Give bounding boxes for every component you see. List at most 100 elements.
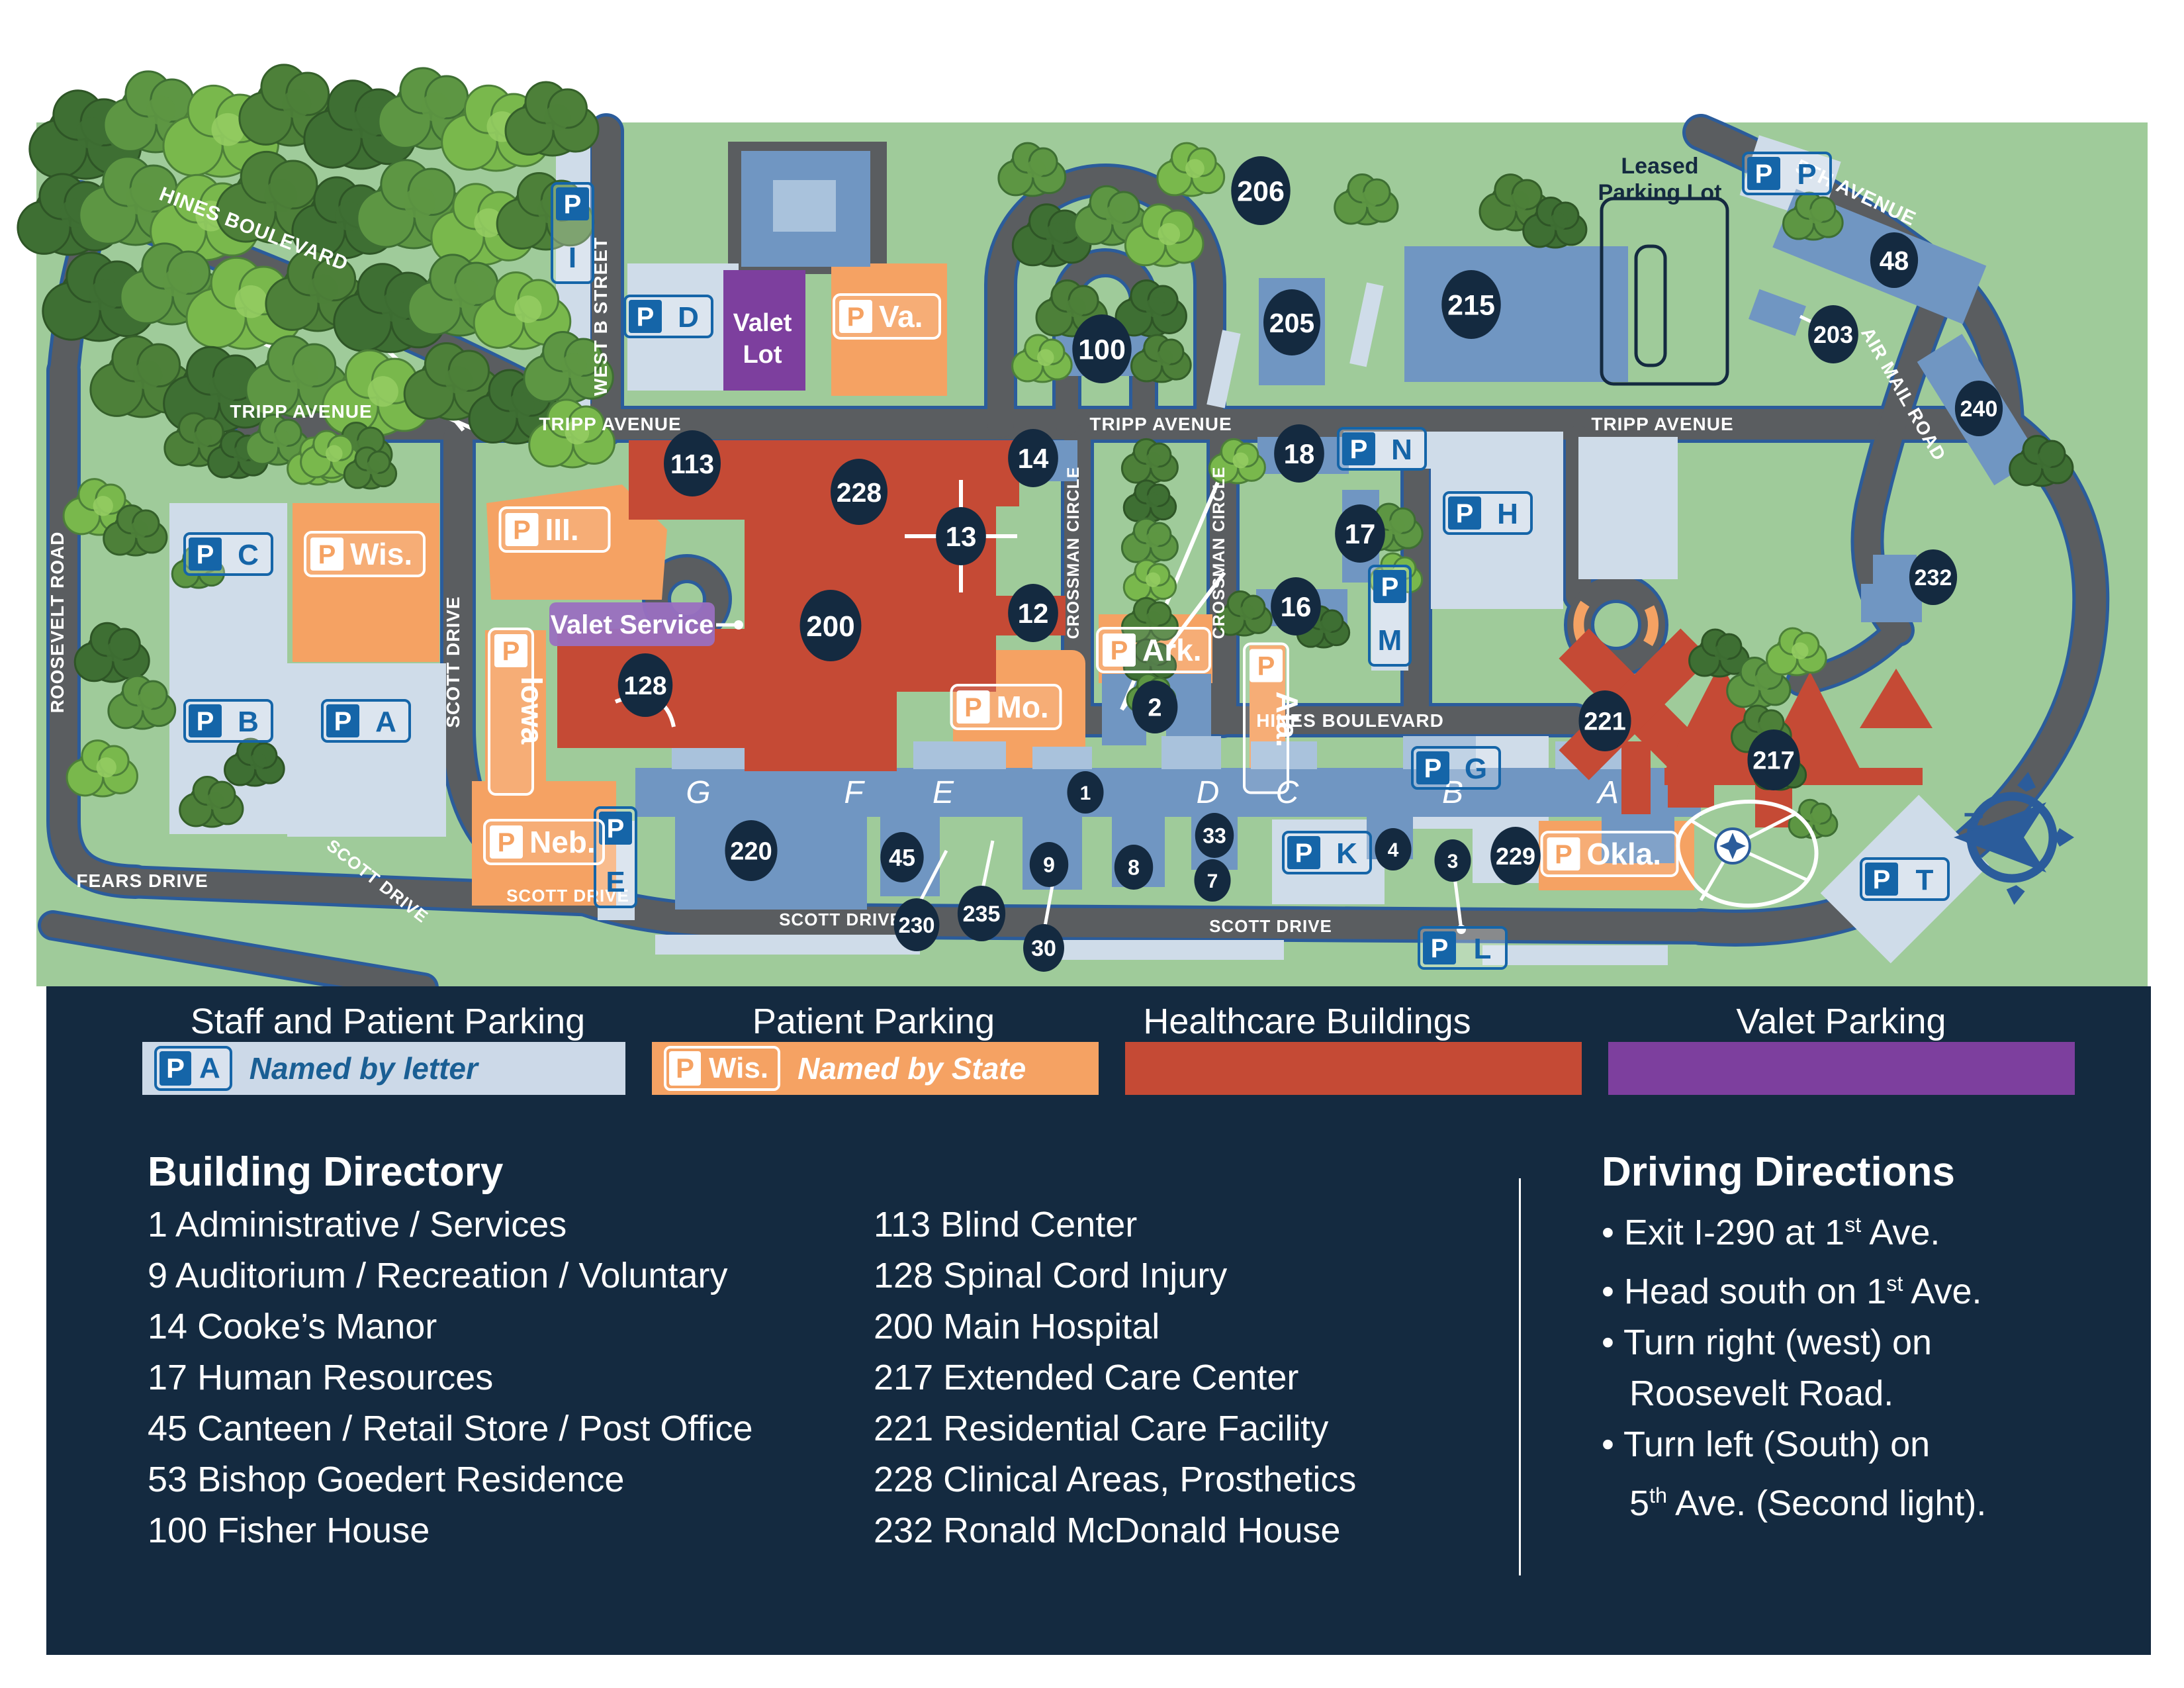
svg-text:48: 48 <box>1880 246 1909 275</box>
map-circle-2: 2 <box>1132 680 1178 733</box>
map-circle-205: 205 <box>1263 289 1320 355</box>
tree-icon <box>473 271 572 350</box>
svg-text:8: 8 <box>1128 856 1140 880</box>
tree-icon <box>66 739 138 798</box>
map-circle-228: 228 <box>831 459 887 525</box>
tree-icon <box>1011 203 1092 267</box>
map-circle-229: 229 <box>1490 827 1541 885</box>
tree-icon <box>1688 628 1750 678</box>
svg-text:17: 17 <box>1345 518 1376 549</box>
svg-text:Neb.: Neb. <box>529 825 596 859</box>
svg-text:P: P <box>564 190 582 219</box>
tree-icon <box>333 263 447 353</box>
tree-icon <box>1115 279 1187 338</box>
svg-text:P: P <box>1456 499 1474 528</box>
map-circle-200: 200 <box>799 590 862 661</box>
parking-badge-I: PI <box>551 182 594 284</box>
map-circle-217: 217 <box>1747 729 1800 790</box>
legend-note-patient: Named by State <box>797 1051 1026 1086</box>
tree-icon <box>1120 517 1179 564</box>
directions-item: • Head south on 1st Ave. <box>1602 1272 1982 1311</box>
directory-column-2: 113 Blind Center 128 Spinal Cord Injury 20… <box>874 1199 1356 1556</box>
svg-text:4: 4 <box>1388 839 1399 861</box>
parking-badge-E: PE <box>594 806 637 908</box>
road-label: TRIPP AVENUE <box>1089 414 1232 434</box>
map-circle-230: 230 <box>893 898 940 951</box>
svg-text:Wis.: Wis. <box>350 537 412 571</box>
map-circle-13: 13 <box>936 507 986 565</box>
svg-text:N: N <box>1960 812 1989 831</box>
svg-text:H: H <box>1497 498 1518 530</box>
map-circle-7: 7 <box>1194 859 1231 902</box>
directory-item: 113 Blind Center <box>874 1205 1138 1244</box>
svg-text:Ark.: Ark. <box>1142 633 1201 667</box>
tree-icon <box>504 81 600 157</box>
directory-item: 232 Ronald McDonald House <box>874 1511 1341 1550</box>
tree-icon <box>2009 435 2074 487</box>
tree-icon <box>1124 203 1205 267</box>
directory-item: 217 Extended Care Center <box>874 1358 1299 1397</box>
map-circle-12: 12 <box>1008 584 1058 642</box>
tree-icon <box>322 349 432 437</box>
map-circle-221: 221 <box>1578 690 1631 751</box>
legend-badge-state: P Wis. <box>664 1046 781 1091</box>
svg-text:P: P <box>318 540 336 569</box>
svg-text:128: 128 <box>623 672 666 700</box>
svg-text:18: 18 <box>1284 438 1315 469</box>
map-circle-100: 100 <box>1072 314 1132 383</box>
svg-text:N: N <box>1391 434 1412 466</box>
directions-item: • Turn right (west) on <box>1602 1323 1933 1362</box>
tree-icon <box>1479 173 1551 232</box>
road-label: ROOSEVELT ROAD <box>47 532 68 714</box>
svg-text:217: 217 <box>1752 747 1794 775</box>
directions-item: • Turn left (South) on <box>1602 1425 1931 1464</box>
road-label: SCOTT DRIVE <box>443 596 463 727</box>
svg-text:1: 1 <box>1080 782 1091 804</box>
tree-icon <box>528 399 615 469</box>
map-circle-8: 8 <box>1114 845 1154 890</box>
parking-p-icon: P <box>669 1051 702 1086</box>
tree-icon <box>1120 438 1179 485</box>
tree-icon <box>103 504 168 557</box>
directory-item: 200 Main Hospital <box>874 1307 1160 1346</box>
tree-icon <box>1522 197 1588 249</box>
road-label: CROSSMAN CIRCLE <box>1064 467 1083 639</box>
svg-text:205: 205 <box>1269 308 1314 338</box>
directions-list: • Exit I-290 at 1st Ave.• Head south on … <box>1602 1199 1986 1529</box>
svg-text:200: 200 <box>806 610 854 643</box>
tree-icon <box>1782 191 1844 241</box>
legend-note-staff: Named by letter <box>249 1051 478 1086</box>
svg-text:228: 228 <box>837 477 882 508</box>
legend-title-staff: Staff and Patient Parking <box>190 1002 586 1041</box>
tree-icon <box>1120 596 1179 643</box>
svg-text:P: P <box>1381 573 1399 602</box>
svg-text:P: P <box>1257 652 1275 681</box>
tree-icon <box>997 142 1067 197</box>
directory-item: 128 Spinal Cord Injury <box>874 1256 1228 1295</box>
svg-text:Va.: Va. <box>879 299 923 334</box>
legend-title-valet: Valet Parking <box>1736 1002 1946 1041</box>
compass-rose-icon: N <box>1954 772 2074 905</box>
tree-icon <box>523 330 614 404</box>
tree-icon <box>1214 590 1273 637</box>
map-circle-235: 235 <box>957 886 1006 941</box>
svg-text:P: P <box>1350 435 1368 464</box>
map-circle-16: 16 <box>1271 577 1321 635</box>
legend-swatch-staff: P A Named by letter <box>142 1042 625 1095</box>
svg-text:A: A <box>375 706 396 738</box>
tree-icon <box>78 156 192 246</box>
svg-text:45: 45 <box>889 844 915 871</box>
map-circle-240: 240 <box>1954 381 2003 436</box>
map-circle-215: 215 <box>1441 270 1501 339</box>
